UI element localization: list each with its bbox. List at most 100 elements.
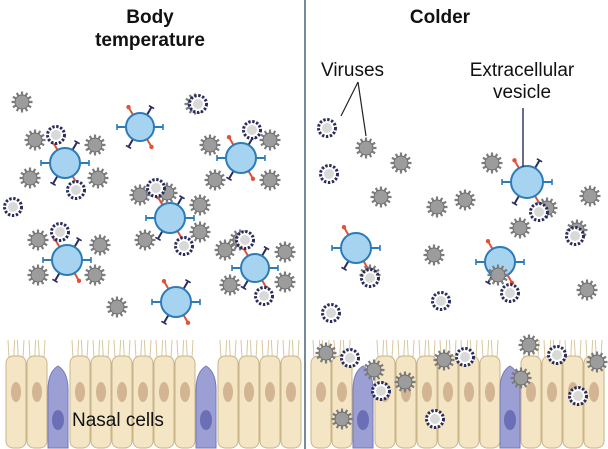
gray-virus-icon	[129, 184, 151, 206]
extracellular-vesicle-label: Extracellular vesicle	[447, 60, 597, 104]
nasal-cell-icon	[111, 339, 133, 449]
nasal-cell-icon	[395, 339, 417, 449]
coated-virus-icon	[174, 236, 194, 256]
coated-virus-icon	[319, 164, 339, 184]
gray-virus-icon	[214, 239, 236, 261]
nasal-cell-icon	[259, 339, 281, 449]
gray-virus-icon	[510, 367, 532, 389]
left-title-line-2: temperature	[95, 30, 205, 51]
coated-virus-icon	[188, 94, 208, 114]
gray-virus-icon	[423, 244, 445, 266]
coated-virus-icon	[254, 286, 274, 306]
left-panel-title: Body temperature	[40, 6, 260, 52]
coated-virus-icon	[317, 118, 337, 138]
vesicle-icon	[216, 135, 266, 181]
gray-virus-icon	[509, 217, 531, 239]
coated-virus-icon	[568, 386, 588, 406]
coated-virus-icon	[431, 291, 451, 311]
vesicle-icon	[40, 140, 90, 186]
gray-virus-icon	[454, 189, 476, 211]
nasal-cell-icon	[217, 339, 239, 449]
ev-label-line-2: vesicle	[492, 82, 552, 103]
goblet-cell-icon	[195, 365, 217, 449]
nasal-cell-icon	[26, 339, 48, 449]
gray-virus-icon	[481, 152, 503, 174]
nasal-cell-icon	[5, 339, 27, 449]
coated-virus-icon	[146, 178, 166, 198]
gray-virus-icon	[586, 351, 608, 373]
gray-virus-icon	[106, 296, 128, 318]
coated-virus-icon	[371, 381, 391, 401]
nasal-cell-icon	[583, 339, 605, 449]
gray-virus-icon	[189, 194, 211, 216]
nasal-cell-icon	[520, 339, 542, 449]
nasal-cell-icon	[416, 339, 438, 449]
gray-virus-icon	[259, 129, 281, 151]
ev-label-line-1: Extracellular	[469, 60, 575, 81]
coated-virus-icon	[340, 348, 360, 368]
coated-virus-icon	[565, 226, 585, 246]
nasal-cell-icon	[331, 339, 353, 449]
nasal-cell-icon	[153, 339, 175, 449]
coated-virus-icon	[46, 125, 66, 145]
coated-virus-icon	[3, 197, 23, 217]
gray-virus-icon	[331, 408, 353, 430]
viruses-leader-line	[340, 81, 359, 117]
gray-virus-icon	[199, 134, 221, 156]
goblet-cell-icon	[47, 365, 69, 449]
nasal-cell-icon	[280, 339, 302, 449]
gray-virus-icon	[84, 134, 106, 156]
coated-virus-icon	[529, 202, 549, 222]
gray-virus-icon	[370, 186, 392, 208]
gray-virus-icon	[433, 349, 455, 371]
nasal-cells-label: Nasal cells	[72, 410, 164, 431]
coated-virus-icon	[242, 120, 262, 140]
nasal-cell-icon	[238, 339, 260, 449]
gray-virus-icon	[355, 137, 377, 159]
nasal-cell-icon	[132, 339, 154, 449]
gray-virus-icon	[518, 334, 540, 356]
nasal-cell-icon	[69, 339, 91, 449]
gray-virus-icon	[24, 129, 46, 151]
nasal-cell-icon	[479, 339, 501, 449]
coated-virus-icon	[50, 222, 70, 242]
gray-virus-icon	[89, 234, 111, 256]
gray-virus-icon	[27, 229, 49, 251]
vesicle-icon	[116, 104, 164, 150]
coated-virus-icon	[455, 347, 475, 367]
coated-virus-icon	[235, 230, 255, 250]
nasal-cell-icon	[174, 339, 196, 449]
gray-virus-icon	[315, 342, 337, 364]
coated-virus-icon	[66, 180, 86, 200]
gray-virus-icon	[274, 241, 296, 263]
gray-virus-icon	[363, 359, 385, 381]
vesicle-icon	[42, 237, 92, 283]
goblet-cell-icon	[352, 365, 374, 449]
coated-virus-icon	[360, 268, 380, 288]
vesicle-icon	[151, 279, 201, 325]
viruses-label: Viruses	[321, 60, 385, 81]
left-title-line-1: Body	[126, 7, 174, 28]
gray-virus-icon	[274, 271, 296, 293]
nasal-cell-icon	[310, 339, 332, 449]
gray-virus-icon	[579, 185, 601, 207]
vesicle-icon	[501, 158, 553, 206]
gray-virus-icon	[11, 91, 33, 113]
gray-virus-icon	[259, 169, 281, 191]
nasal-cell-icon	[541, 339, 563, 449]
nasal-cell-icon	[90, 339, 112, 449]
gray-virus-icon	[189, 221, 211, 243]
gray-virus-icon	[219, 274, 241, 296]
gray-virus-icon	[204, 169, 226, 191]
coated-virus-icon	[321, 303, 341, 323]
vesicle-icon	[231, 245, 279, 291]
gray-virus-icon	[84, 264, 106, 286]
viruses-leader-line	[357, 81, 367, 137]
gray-virus-icon	[426, 196, 448, 218]
coated-virus-icon	[547, 345, 567, 365]
gray-virus-icon	[27, 264, 49, 286]
gray-virus-icon	[87, 167, 109, 189]
gray-virus-icon	[576, 279, 598, 301]
